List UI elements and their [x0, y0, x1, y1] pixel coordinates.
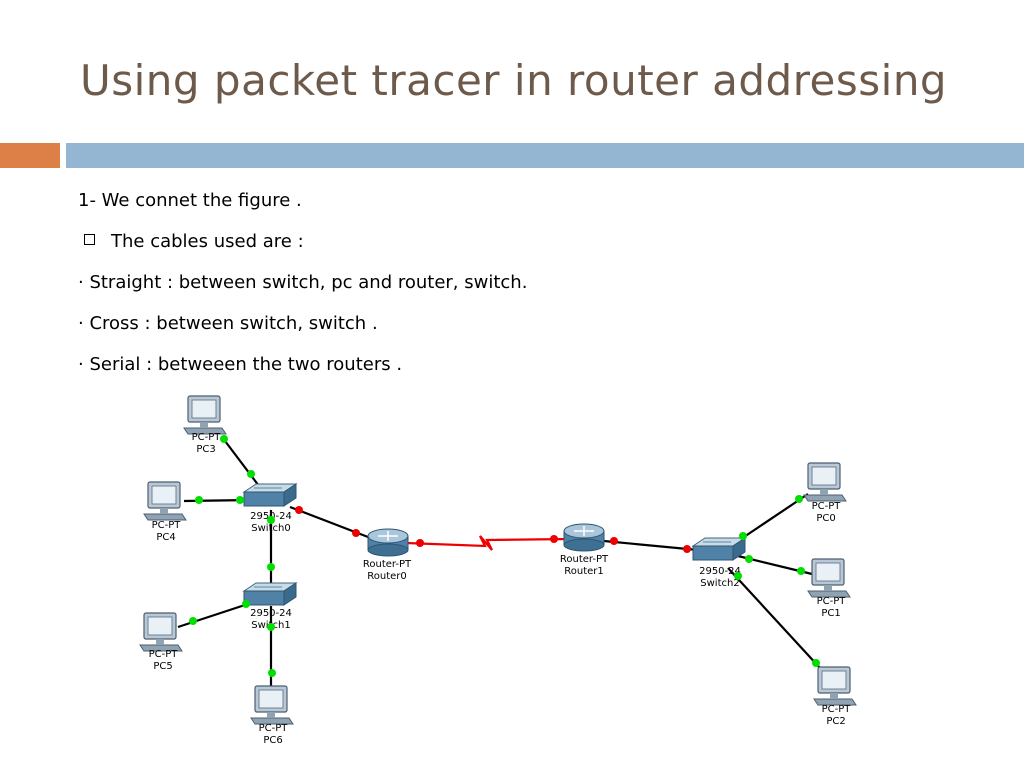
switch2-model-label: 2950-24	[699, 566, 741, 577]
pc6-name-label: PC6	[263, 735, 282, 746]
links-layer	[177, 436, 821, 690]
port-indicator-pc4-switch0-1	[236, 496, 244, 504]
link-router1-switch2	[603, 539, 699, 552]
pc2-pc-icon	[813, 666, 857, 706]
switch0-name-label: Switch0	[251, 523, 290, 534]
port-indicator-router0-router1-1	[550, 535, 558, 543]
pc0-pc-icon	[803, 462, 847, 502]
nodes-layer: PC-PTPC3PC-PTPC4PC-PTPC5PC-PTPC62950-24S…	[139, 395, 857, 746]
ports-layer	[189, 435, 820, 677]
port-indicator-pc4-switch0-0	[195, 496, 203, 504]
pc0-name-label: PC0	[816, 513, 835, 524]
router1-name-label: Router1	[564, 566, 604, 577]
port-indicator-switch0-switch1-1	[267, 563, 275, 571]
router1-model-label: Router-PT	[560, 554, 609, 565]
pc2-name-label: PC2	[826, 716, 845, 727]
port-indicator-switch0-router0-1	[352, 529, 360, 537]
port-indicator-switch2-pc2-0	[734, 572, 742, 580]
router1-router-icon	[563, 523, 605, 552]
port-indicator-router1-switch2-0	[610, 537, 618, 545]
pc3-model-label: PC-PT	[192, 432, 222, 443]
port-indicator-switch0-router0-0	[295, 506, 303, 514]
link-switch2-pc2	[727, 567, 821, 669]
pc2-model-label: PC-PT	[822, 704, 852, 715]
slide-title: Using packet tracer in router addressing	[80, 56, 948, 105]
pc4-name-label: PC4	[156, 532, 175, 543]
network-diagram: PC-PTPC3PC-PTPC4PC-PTPC5PC-PTPC62950-24S…	[139, 395, 857, 746]
port-indicator-switch0-switch1-0	[267, 516, 275, 524]
text-line: · Straight : between switch, pc and rout…	[78, 272, 528, 293]
bullet-text: The cables used are :	[111, 231, 304, 252]
switch2-switch-icon	[691, 537, 747, 561]
bullet-line: The cables used are :	[78, 229, 978, 270]
accent-bar-orange	[0, 143, 60, 168]
port-indicator-router1-switch2-1	[683, 545, 691, 553]
pc1-pc-icon	[807, 558, 851, 598]
link-switch2-pc0	[734, 493, 809, 544]
text-line: 1- We connet the figure .	[78, 190, 302, 211]
port-indicator-router0-router1-0	[416, 539, 424, 547]
port-indicator-switch2-pc2-1	[812, 659, 820, 667]
link-router0-router1	[405, 535, 571, 551]
pc1-model-label: PC-PT	[817, 596, 847, 607]
text-line: · Cross : between switch, switch .	[78, 313, 378, 334]
port-indicator-pc3-switch0-1	[247, 470, 255, 478]
pc0-model-label: PC-PT	[812, 501, 842, 512]
pc4-model-label: PC-PT	[152, 520, 182, 531]
port-indicator-pc5-switch1-0	[189, 617, 197, 625]
port-indicator-pc6-switch1-1	[268, 669, 276, 677]
accent-bar-blue	[66, 143, 1024, 168]
switch2-name-label: Switch2	[700, 578, 739, 589]
pc5-name-label: PC5	[153, 661, 172, 672]
text-line: · Serial : betweeen the two routers .	[78, 354, 403, 375]
switch1-switch-icon	[242, 582, 298, 606]
pc6-pc-icon	[250, 685, 294, 725]
port-indicator-switch2-pc0-1	[795, 495, 803, 503]
slide-body: 1- We connet the figure . The cables use…	[78, 188, 978, 393]
port-indicator-switch2-pc1-1	[797, 567, 805, 575]
router0-router-icon	[367, 528, 409, 557]
port-indicator-pc5-switch1-1	[242, 600, 250, 608]
router0-name-label: Router0	[367, 571, 407, 582]
router0-model-label: Router-PT	[363, 559, 412, 570]
link-pc3-switch0	[221, 436, 263, 491]
square-bullet-icon	[84, 234, 95, 245]
pc5-pc-icon	[139, 612, 183, 652]
port-indicator-switch2-pc1-0	[745, 555, 753, 563]
pc5-model-label: PC-PT	[149, 649, 179, 660]
switch0-switch-icon	[242, 483, 298, 507]
port-indicator-pc6-switch1-0	[267, 623, 275, 631]
pc3-pc-icon	[183, 395, 227, 435]
pc4-pc-icon	[143, 481, 187, 521]
pc6-model-label: PC-PT	[259, 723, 289, 734]
pc3-name-label: PC3	[196, 444, 215, 455]
port-indicator-switch2-pc0-0	[739, 532, 747, 540]
switch1-model-label: 2950-24	[250, 608, 292, 619]
port-indicator-pc3-switch0-0	[220, 435, 228, 443]
pc1-name-label: PC1	[821, 608, 840, 619]
